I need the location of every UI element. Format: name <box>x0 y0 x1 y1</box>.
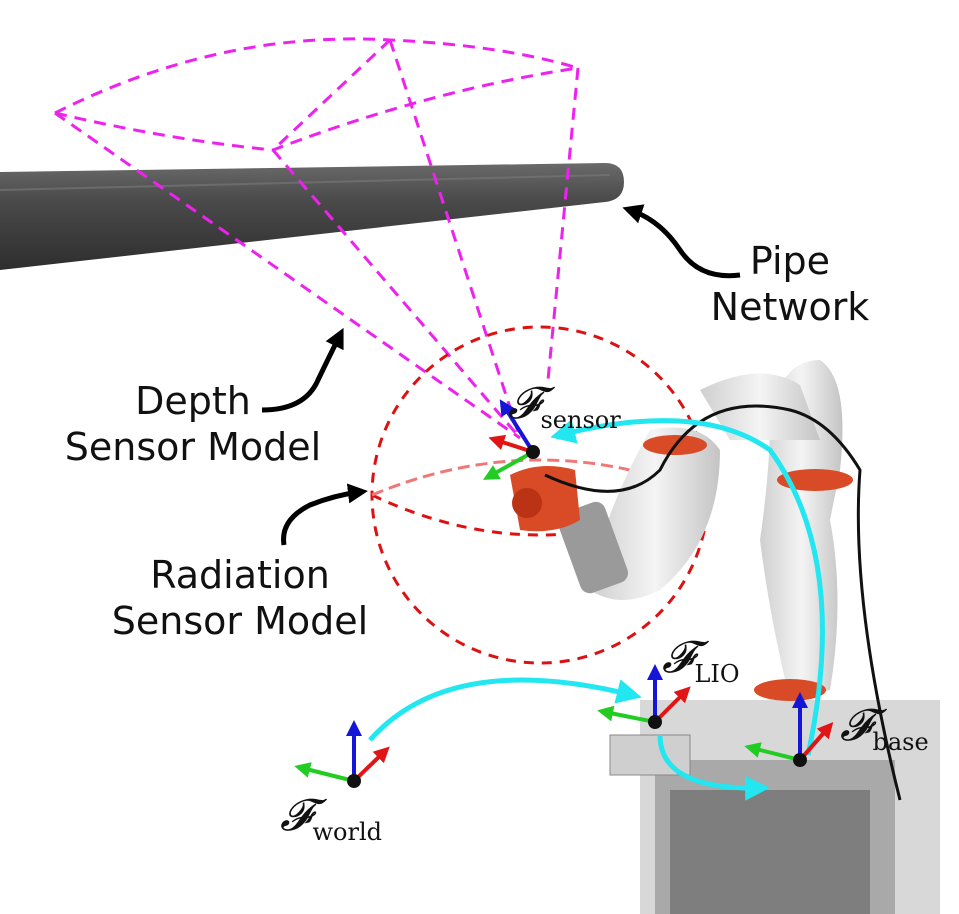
depth-sensor-model-label: Depth Sensor Model <box>48 378 338 470</box>
frame-world-subscript: world <box>312 818 382 846</box>
frame-label-sensor: 𝓕sensor <box>508 378 621 434</box>
radiation-sensor-model-label: Radiation Sensor Model <box>95 552 385 644</box>
frame-sensor-symbol: 𝓕 <box>508 378 541 429</box>
callout-arrows <box>261 204 741 546</box>
frame-base-subscript: base <box>872 728 929 756</box>
frame-axes-sensor <box>483 399 540 480</box>
frame-label-lio: 𝓕LIO <box>662 632 740 688</box>
pipe <box>0 163 624 270</box>
depth-sensor-line-2: Sensor Model <box>64 425 322 469</box>
transform-arrows <box>368 418 825 801</box>
depth-sensor-line-1: Depth <box>135 379 251 423</box>
frame-sensor-subscript: sensor <box>540 406 621 434</box>
depth-sensor-fov <box>54 37 580 440</box>
pipe-network-line-2: Network <box>710 285 870 329</box>
pipe-network-label: Pipe Network <box>700 238 880 330</box>
frame-lio-subscript: LIO <box>694 660 740 688</box>
radiation-sensor-line-2: Sensor Model <box>111 599 369 643</box>
frame-world-symbol: 𝓕 <box>280 790 313 841</box>
frame-label-base: 𝓕base <box>840 700 929 756</box>
pipe-network-line-1: Pipe <box>749 239 831 283</box>
radiation-sensor-line-1: Radiation <box>150 553 330 597</box>
frame-lio-symbol: 𝓕 <box>662 632 695 683</box>
frame-axes-world <box>294 720 390 788</box>
frame-base-symbol: 𝓕 <box>840 700 873 751</box>
frame-label-world: 𝓕world <box>280 790 382 846</box>
frame-axes-lio <box>597 664 691 729</box>
frame-axes-base <box>744 692 834 767</box>
